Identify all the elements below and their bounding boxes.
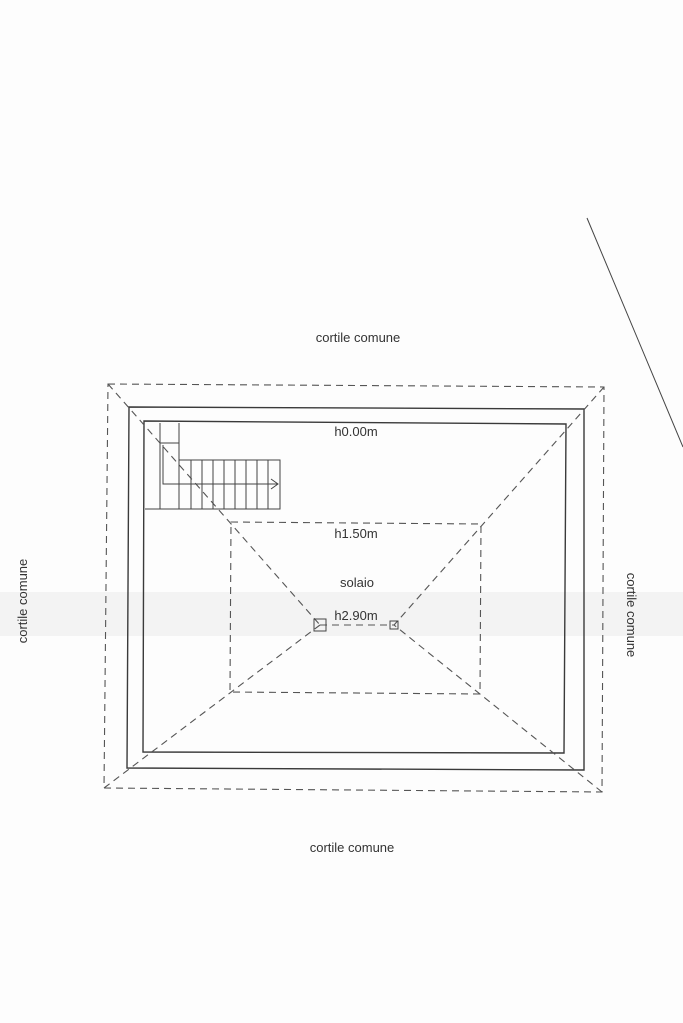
hip-line-top-right bbox=[393, 386, 605, 626]
stair-direction-arrow bbox=[162, 445, 278, 485]
outer-wall bbox=[126, 406, 585, 771]
boundary-line bbox=[586, 217, 683, 448]
hip-line-bottom-left bbox=[103, 624, 321, 789]
staircase bbox=[145, 423, 281, 510]
label-bottom-courtyard: cortile comune bbox=[310, 840, 395, 855]
inner-wall bbox=[142, 420, 567, 754]
ridge-marker-left bbox=[313, 618, 327, 632]
scan-fold-band bbox=[0, 592, 683, 636]
label-left-courtyard: cortile comune bbox=[15, 559, 30, 644]
label-mid-height: h1.50m bbox=[334, 526, 377, 541]
label-eaves-height: h0.00m bbox=[334, 424, 377, 439]
label-top-courtyard: cortile comune bbox=[316, 330, 401, 345]
ridge-marker-right bbox=[389, 620, 399, 630]
label-room: solaio bbox=[340, 575, 374, 590]
hip-line-bottom-right bbox=[393, 624, 603, 793]
label-right-courtyard: cortile comune bbox=[624, 573, 639, 658]
hip-line-top-left bbox=[107, 383, 321, 626]
label-ridge-height: h2.90m bbox=[334, 608, 377, 623]
